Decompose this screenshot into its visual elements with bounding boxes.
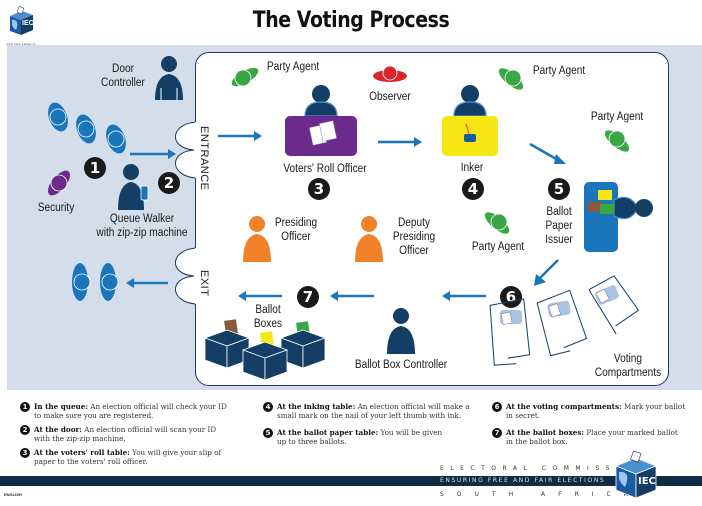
- security-person-icon: [47, 170, 71, 196]
- legend-badge-7: 7: [492, 428, 502, 438]
- footer-south-africa: SOUTH AFRICA: [440, 491, 641, 498]
- door-controller-label: Door Controller: [101, 63, 145, 89]
- legend-heading-2: At the door:: [34, 425, 82, 434]
- legend-heading-6: At the voting compartments:: [506, 402, 622, 411]
- door-controller-person-icon: [155, 56, 183, 100]
- ballot-issuer-table-icon: [584, 182, 653, 252]
- footer-electoral-commission: ELECTORAL COMMISSION: [440, 465, 647, 472]
- exiting-voters-icon: [72, 263, 119, 301]
- ballot-boxes-icon: [203, 319, 327, 381]
- party-agent-3-label: Party Agent: [590, 111, 644, 123]
- legend-step-7: 7 At the ballot boxes: Place your marked…: [492, 428, 697, 446]
- legend-heading-7: At the ballot boxes:: [506, 428, 585, 437]
- party-agent-4-label: Party Agent: [471, 241, 525, 253]
- arrow-to-step7-icon: [330, 291, 374, 301]
- footer-logo-text: IEC: [638, 476, 656, 487]
- arrow-to-inker-icon: [378, 137, 422, 147]
- step-1-badge: 1: [84, 157, 106, 179]
- voters-roll-officer-label: Voters' Roll Officer: [283, 163, 367, 175]
- legend-text-1: An election official will check your ID …: [34, 402, 227, 420]
- step-2-badge: 2: [158, 172, 180, 194]
- party-agent-1-icon: [231, 67, 259, 87]
- observer-icon: [373, 65, 407, 82]
- legend-heading-1: In the queue:: [34, 402, 88, 411]
- ballot-box-controller-label: Ballot Box Controller: [354, 359, 448, 371]
- security-label: Security: [37, 202, 75, 214]
- arrow-to-compartments-icon: [534, 259, 559, 286]
- footer-tagline: ENSURING FREE AND FAIR ELECTIONS: [440, 477, 606, 484]
- voting-compartments-icon: [489, 275, 640, 366]
- deputy-presiding-officer-icon: [355, 216, 383, 262]
- arrow-to-exit-icon: [238, 291, 282, 301]
- step-7-badge: 7: [297, 286, 319, 308]
- ballot-box-logo-icon: [10, 6, 33, 35]
- legend-heading-5: At the ballot paper table:: [277, 428, 379, 437]
- queue-arrow-icon: [130, 149, 176, 159]
- queue-walker-person-icon: [118, 164, 149, 210]
- legend-text-3: You will give your slip of paper to the …: [34, 448, 222, 466]
- ballot-box-controller-icon: [387, 308, 415, 354]
- party-agent-2-icon: [498, 68, 524, 90]
- exit-arrow-icon: [126, 278, 168, 288]
- door-openings: [168, 110, 199, 305]
- presiding-officer-label: Presiding Officer: [274, 217, 318, 243]
- exit-label: EXIT: [198, 270, 210, 297]
- legend-step-3: 3 At the voters' roll table: You will gi…: [20, 448, 245, 466]
- legend-step-6: 6 At the voting compartments: Mark your …: [492, 402, 697, 420]
- step-4-badge: 4: [462, 178, 484, 200]
- iec-logo-top: IEC SOUTH AFRICA: [6, 6, 36, 47]
- legend-badge-2: 2: [20, 425, 30, 435]
- legend-step-1: 1 In the queue: An election official wil…: [20, 402, 245, 420]
- voting-compartments-label: Voting Compartments: [594, 353, 662, 379]
- deputy-presiding-officer-label: Deputy Presiding Officer: [392, 217, 436, 257]
- legend-badge-4: 4: [263, 402, 273, 412]
- legend-text-4: An election official will make a small m…: [277, 402, 470, 420]
- legend-badge-3: 3: [20, 448, 30, 458]
- legend-step-2: 2 At the door: An election official will…: [20, 425, 245, 443]
- inker-label: Inker: [460, 162, 484, 174]
- legend-badge-5: 5: [263, 428, 273, 438]
- legend-heading-3: At the voters' roll table:: [34, 448, 130, 457]
- entrance-arrow-icon: [218, 131, 262, 141]
- logo-caption: SOUTH AFRICA: [6, 42, 36, 47]
- party-agent-2-label: Party Agent: [532, 65, 586, 77]
- legend-step-5: 5 At the ballot paper table: You will be…: [263, 428, 488, 446]
- party-agent-4-icon: [484, 212, 510, 234]
- presiding-officer-icon: [243, 216, 271, 262]
- legend-text-2: An election official will scan your ID w…: [34, 425, 217, 443]
- logo-text: IEC: [22, 20, 34, 27]
- inker-icon: [442, 85, 498, 156]
- arrow-from-compartments-icon: [442, 291, 486, 301]
- legend-badge-1: 1: [20, 402, 30, 412]
- queue-walker-label: Queue Walker with zip-zip machine: [96, 213, 188, 239]
- step-3-badge: 3: [308, 178, 330, 200]
- queue-voters-icon: [48, 102, 126, 154]
- party-agent-3-icon: [604, 130, 630, 152]
- language-label: ENGLISH: [4, 492, 22, 497]
- entrance-label: ENTRANCE: [198, 126, 210, 191]
- arrow-to-issuer-icon: [529, 142, 566, 164]
- step-5-badge: 5: [548, 178, 570, 200]
- party-agent-1-label: Party Agent: [266, 61, 320, 73]
- legend-text-5: You will be given up to three ballots.: [277, 428, 443, 446]
- ballot-boxes-label: Ballot Boxes: [253, 304, 283, 330]
- legend-heading-4: At the inking table:: [277, 402, 356, 411]
- iec-footer-logo-icon: [614, 450, 658, 499]
- observer-label: Observer: [369, 91, 411, 103]
- legend-text-6: Mark your ballot in secret.: [506, 402, 686, 420]
- ballot-paper-issuer-label: Ballot Paper Issuer: [545, 206, 573, 246]
- footer-bar: [0, 476, 702, 486]
- legend-text-7: Place your marked ballot in the ballot b…: [506, 428, 678, 446]
- legend-step-4: 4 At the inking table: An election offic…: [263, 402, 488, 420]
- page-title: The Voting Process: [252, 8, 450, 33]
- voters-roll-officer-icon: [285, 85, 357, 156]
- legend-badge-6: 6: [492, 402, 502, 412]
